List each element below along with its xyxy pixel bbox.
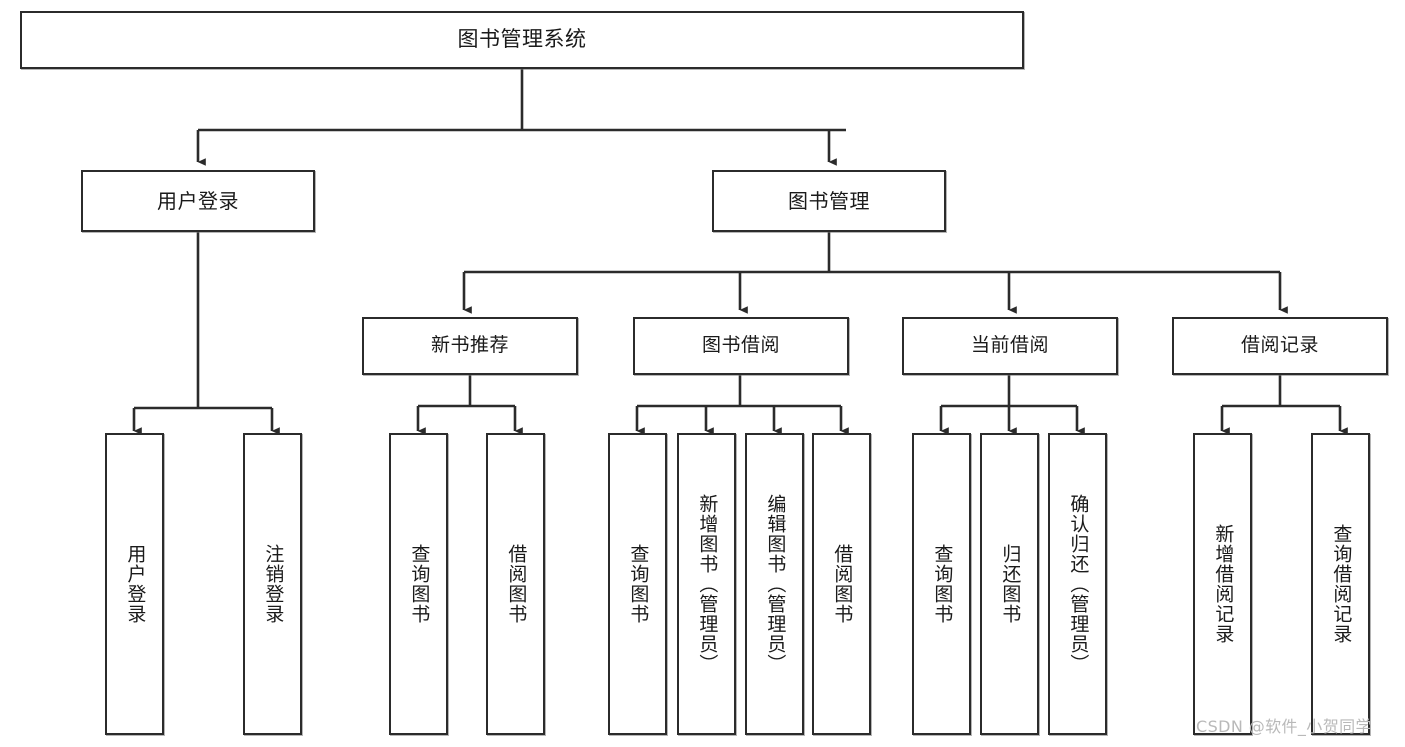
node-leaf-edit-book[interactable]: 编辑图书（管理员） — [745, 433, 804, 735]
node-user-login[interactable]: 用户登录 — [81, 170, 315, 232]
node-leaf-add-book[interactable]: 新增图书（管理员） — [677, 433, 736, 735]
node-current-borrow-label: 当前借阅 — [970, 334, 1049, 357]
node-leaf-return-book-label: 归还图书 — [999, 544, 1022, 624]
node-book-borrow-label: 图书借阅 — [701, 334, 780, 357]
node-root-system-label: 图书管理系统 — [457, 27, 587, 52]
node-leaf-return-book[interactable]: 归还图书 — [980, 433, 1039, 735]
node-leaf-borrow-book-1-label: 借阅图书 — [505, 544, 528, 624]
node-new-book-recommend[interactable]: 新书推荐 — [362, 317, 578, 375]
node-leaf-borrow-book-1[interactable]: 借阅图书 — [486, 433, 545, 735]
node-current-borrow[interactable]: 当前借阅 — [902, 317, 1118, 375]
node-leaf-add-record-label: 新增借阅记录 — [1212, 524, 1235, 644]
node-book-borrow[interactable]: 图书借阅 — [633, 317, 849, 375]
node-leaf-add-book-label: 新增图书（管理员） — [696, 494, 719, 674]
node-borrow-record-label: 借阅记录 — [1240, 334, 1319, 357]
node-leaf-add-record[interactable]: 新增借阅记录 — [1193, 433, 1252, 735]
node-leaf-query-record-label: 查询借阅记录 — [1330, 524, 1353, 644]
node-leaf-confirm-return-label: 确认归还（管理员） — [1067, 494, 1090, 674]
node-leaf-logout-login[interactable]: 注销登录 — [243, 433, 302, 735]
node-leaf-query-book-3-label: 查询图书 — [931, 544, 954, 624]
node-book-management-label: 图书管理 — [788, 188, 870, 213]
node-leaf-query-book-3[interactable]: 查询图书 — [912, 433, 971, 735]
node-leaf-confirm-return[interactable]: 确认归还（管理员） — [1048, 433, 1107, 735]
node-leaf-borrow-book-2[interactable]: 借阅图书 — [812, 433, 871, 735]
csdn-watermark: CSDN @软件_小贺同学 — [1196, 717, 1372, 736]
node-leaf-query-record[interactable]: 查询借阅记录 — [1311, 433, 1370, 735]
node-new-book-recommend-label: 新书推荐 — [430, 334, 509, 357]
node-root-system[interactable]: 图书管理系统 — [20, 11, 1024, 69]
node-user-login-label: 用户登录 — [157, 188, 239, 213]
node-leaf-logout-login-label: 注销登录 — [262, 544, 285, 624]
node-book-management[interactable]: 图书管理 — [712, 170, 946, 232]
node-leaf-user-login-label: 用户登录 — [124, 544, 147, 624]
node-leaf-query-book-2[interactable]: 查询图书 — [608, 433, 667, 735]
node-leaf-query-book-2-label: 查询图书 — [627, 544, 650, 624]
node-leaf-user-login[interactable]: 用户登录 — [105, 433, 164, 735]
node-leaf-edit-book-label: 编辑图书（管理员） — [764, 494, 787, 674]
node-borrow-record[interactable]: 借阅记录 — [1172, 317, 1388, 375]
node-leaf-query-book-1[interactable]: 查询图书 — [389, 433, 448, 735]
node-leaf-query-book-1-label: 查询图书 — [408, 544, 431, 624]
node-leaf-borrow-book-2-label: 借阅图书 — [831, 544, 854, 624]
